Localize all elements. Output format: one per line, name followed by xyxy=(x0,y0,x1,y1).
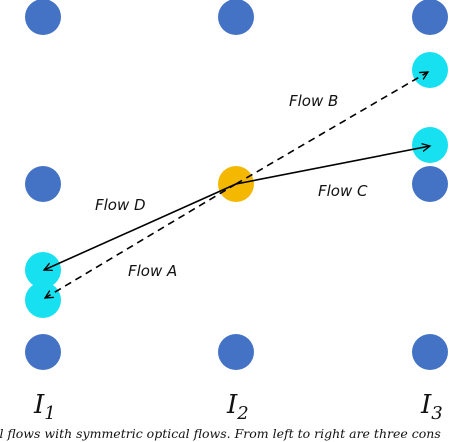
flow-a-label: Flow A xyxy=(128,262,178,280)
frame-label-i2-name: I xyxy=(227,390,238,420)
grid-dot-i3-mid xyxy=(412,166,448,202)
figure-caption: al flows with symmetric optical flows. F… xyxy=(0,426,441,441)
flow-b-arrow xyxy=(235,72,428,185)
frame-label-i2-sub: 2 xyxy=(237,403,249,425)
target-dot-flow-c xyxy=(412,127,448,163)
frame-label-i3-name: I xyxy=(421,390,432,420)
grid-dot-i1-bottom xyxy=(25,334,61,370)
target-dot-flow-a xyxy=(25,282,61,318)
flow-d-label: Flow D xyxy=(95,196,146,214)
grid-dot-i1-mid xyxy=(25,166,61,202)
grid-dot-i3-bottom xyxy=(412,334,448,370)
flow-c-label: Flow C xyxy=(318,182,368,200)
grid-dot-i2-top xyxy=(218,0,254,35)
frame-label-i2: I2 xyxy=(227,390,249,424)
grid-dot-i1-top xyxy=(25,0,61,35)
frame-label-i3: I3 xyxy=(421,390,443,424)
frame-label-i1-name: I xyxy=(34,390,45,420)
frame-label-i1: I1 xyxy=(34,390,56,424)
flow-d-arrow xyxy=(44,183,237,270)
grid-dot-i2-bottom xyxy=(218,334,254,370)
flow-c-arrow xyxy=(235,146,430,185)
grid-dot-i3-top xyxy=(412,0,448,35)
frame-label-i1-sub: 1 xyxy=(44,403,56,425)
frame-label-i3-sub: 3 xyxy=(431,403,443,425)
flow-a-arrow xyxy=(45,183,237,298)
target-dot-flow-b xyxy=(412,52,448,88)
flow-b-label: Flow B xyxy=(289,92,339,110)
